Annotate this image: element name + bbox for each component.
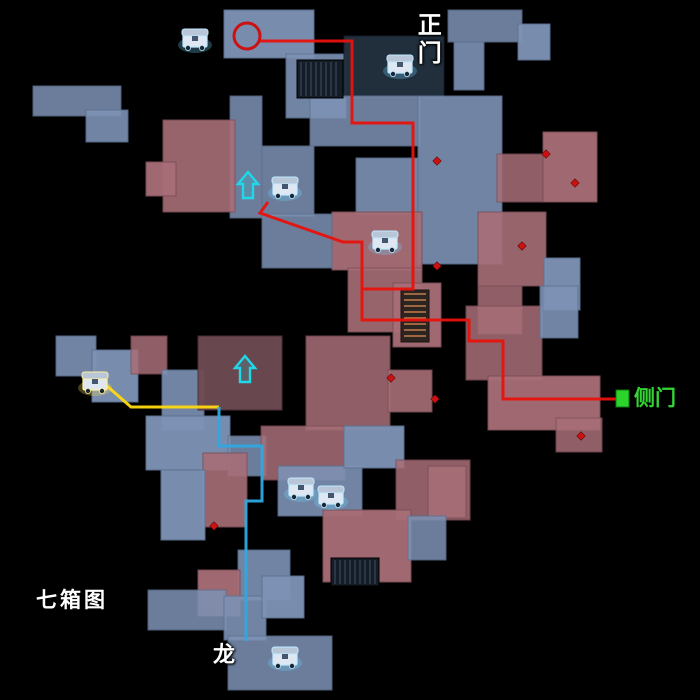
- chest-icon-yellow-wheel: [99, 387, 106, 394]
- label-map-title: 七箱图: [36, 589, 108, 612]
- grate-bars-icon: [334, 560, 376, 584]
- room-blue: [55, 335, 97, 377]
- chest-icon-latch: [382, 238, 388, 243]
- chest-icon-wheel: [184, 45, 191, 52]
- chest-icon-wheel: [274, 663, 281, 670]
- chest-icon-latch: [298, 485, 304, 490]
- room-red: [427, 465, 467, 519]
- chest-icon-wheel: [274, 192, 281, 199]
- red-dot-marker: [517, 241, 527, 251]
- chest-icon-latch: [397, 62, 403, 67]
- chest-icon-wheel: [389, 71, 396, 78]
- chest-icon-lid: [386, 54, 414, 63]
- label-main-gate: 正门: [413, 12, 441, 68]
- chest-icon-latch: [282, 654, 288, 659]
- red-dot-marker: [209, 521, 219, 531]
- chest-icon-wheel: [388, 246, 395, 253]
- room-blue: [309, 95, 421, 147]
- chest-icon-wheel: [290, 493, 297, 500]
- chest-icon-wheel: [198, 45, 205, 52]
- route-red: [259, 39, 616, 401]
- red-dot-marker: [430, 394, 440, 404]
- room-blue: [261, 213, 333, 269]
- chest-icon-latch: [282, 184, 288, 189]
- route-cyan: [217, 407, 264, 641]
- chest-icon-wheel: [403, 71, 410, 78]
- chest-icon-wheel: [304, 493, 311, 500]
- grate-bars-icon: [300, 62, 337, 96]
- chest-icon-wheel: [288, 663, 295, 670]
- room-blue: [517, 23, 551, 61]
- room-red: [130, 335, 168, 375]
- route-red: [257, 201, 364, 290]
- room-blue: [147, 589, 227, 631]
- room-blue: [160, 469, 206, 541]
- chest-icon-lid: [371, 230, 399, 239]
- side-door-marker: [615, 389, 630, 408]
- label-side-door: 侧门: [634, 387, 676, 410]
- room-blue: [355, 157, 419, 215]
- red-dot-marker: [432, 156, 442, 166]
- red-dot-marker: [386, 373, 396, 383]
- room-blue: [343, 425, 405, 469]
- red-dot-marker: [576, 431, 586, 441]
- chest-icon-wheel: [320, 501, 327, 508]
- start-circle-marker: [232, 21, 262, 51]
- chest-icon-wheel: [374, 246, 381, 253]
- room-red: [305, 335, 391, 431]
- stairs-rungs-icon: [404, 293, 426, 337]
- stairs: [400, 289, 430, 343]
- chest-icon-lid: [317, 485, 345, 494]
- room-blue: [407, 515, 447, 561]
- chest-icon-latch: [192, 36, 198, 41]
- chest-icon-lid: [271, 176, 299, 185]
- room-red: [477, 211, 547, 287]
- red-dot-marker: [541, 149, 551, 159]
- room-blue: [261, 575, 305, 619]
- red-dot-marker: [570, 178, 580, 188]
- room-red: [145, 161, 177, 197]
- chest-icon-lid: [271, 646, 299, 655]
- room-blue: [447, 9, 523, 43]
- room-blue: [539, 285, 579, 339]
- room-red: [387, 369, 433, 413]
- room-blue: [223, 9, 315, 59]
- room-red: [542, 131, 598, 203]
- room-blue: [453, 41, 485, 91]
- chest-icon-yellow-wheel: [85, 387, 92, 394]
- up-arrow-icon: [232, 354, 258, 384]
- chest-icon-yellow-lid: [81, 371, 109, 380]
- label-dragon: 龙: [213, 642, 236, 667]
- chest-icon-wheel: [288, 192, 295, 199]
- chest-icon-yellow-latch: [92, 379, 98, 384]
- room-red: [496, 153, 544, 203]
- chest-icon-lid: [287, 477, 315, 486]
- red-dot-marker: [432, 261, 442, 271]
- chest-icon-latch: [328, 493, 334, 498]
- grate: [296, 59, 344, 99]
- room-blue: [85, 109, 129, 143]
- chest-icon-lid: [181, 28, 209, 37]
- route-yellow: [106, 384, 219, 409]
- chest-icon-wheel: [334, 501, 341, 508]
- up-arrow-icon: [235, 170, 261, 200]
- room-red: [202, 452, 248, 528]
